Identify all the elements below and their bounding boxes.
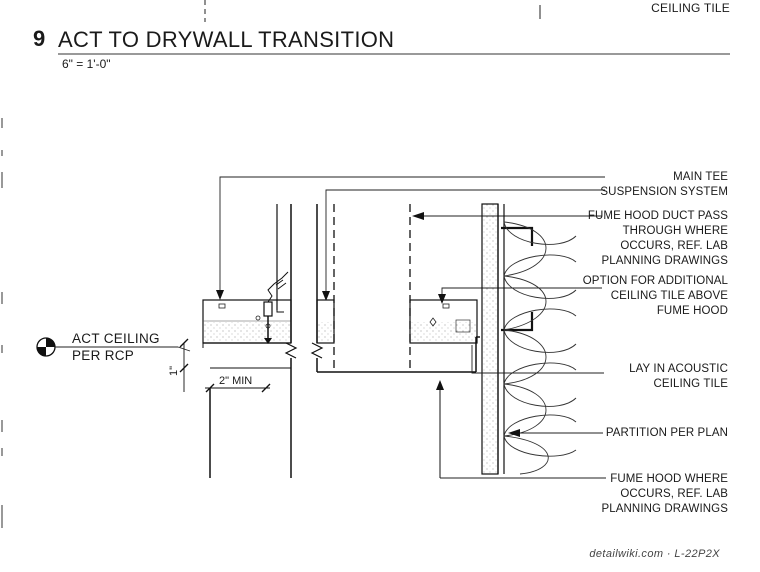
- callout-additional-tile: OPTION FOR ADDITIONAL CEILING TILE ABOVE…: [582, 275, 728, 317]
- detail-title: ACT TO DRYWALL TRANSITION: [58, 27, 395, 52]
- elevation-marker-label: ACT CEILING PER RCP: [72, 331, 160, 363]
- footer-credit: detailwiki.com · L-22P2X: [589, 548, 720, 560]
- elevation-marker-icon: [36, 337, 56, 357]
- dimension-min-gap: 2" MIN: [219, 375, 253, 387]
- callout-main-tee: MAIN TEE SUSPENSION SYSTEM: [600, 171, 728, 198]
- callout-fume-hood-duct: FUME HOOD DUCT PASS THROUGH WHERE OCCURS…: [587, 210, 728, 267]
- top-right-label: CEILING TILE: [651, 1, 730, 15]
- dimension-offset: 1": [168, 365, 180, 376]
- callout-lay-in-tile: LAY IN ACOUSTIC CEILING TILE: [629, 363, 728, 390]
- detail-number: 9: [33, 26, 46, 51]
- callout-partition: PARTITION PER PLAN: [605, 427, 728, 439]
- insulation-icon: [503, 221, 577, 475]
- detail-scale: 6" = 1'-0": [62, 57, 111, 71]
- callout-fume-hood: FUME HOOD WHERE OCCURS, REF. LAB PLANNIN…: [601, 473, 728, 515]
